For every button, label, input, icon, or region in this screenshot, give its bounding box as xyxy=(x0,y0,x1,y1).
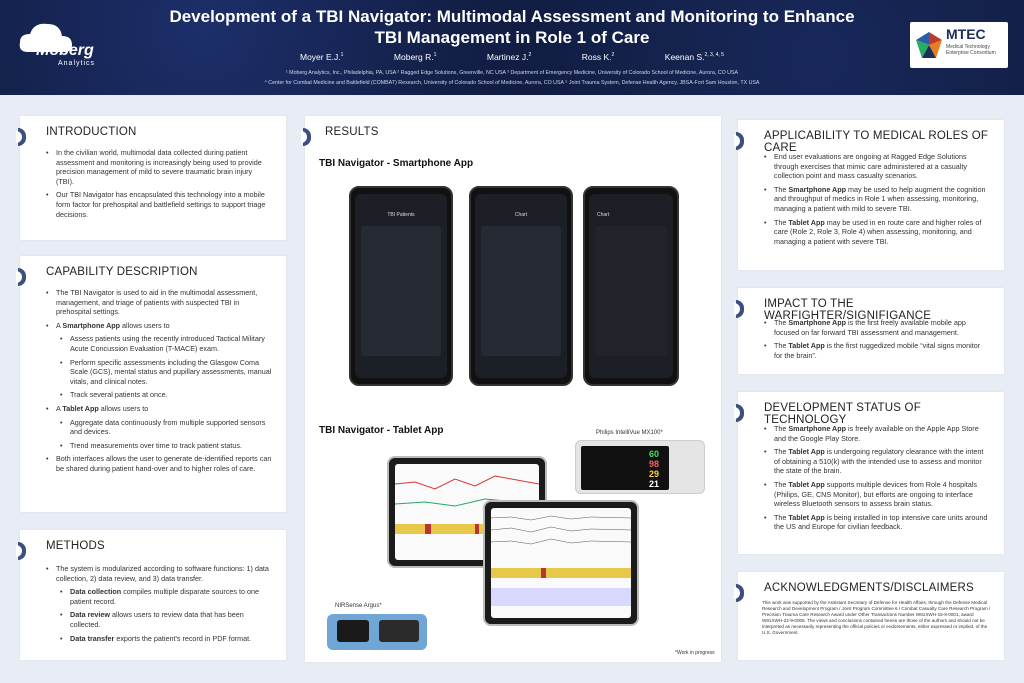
acknowledgments-panel: ACKNOWLEDGMENTS/DISCLAIMERS This work wa… xyxy=(734,572,1004,660)
list-item: End user evaluations are ongoing at Ragg… xyxy=(764,152,990,181)
phone-screenshot-chart: Chart xyxy=(469,186,573,386)
list-item: Perform specific assessments including t… xyxy=(60,358,272,387)
poster-header: Moberg Analytics Development of a TBI Na… xyxy=(0,0,1024,95)
status-title: DEVELOPMENT STATUS OF TECHNOLOGY xyxy=(764,402,921,426)
list-item: The system is modularized according to s… xyxy=(46,564,272,583)
list-item: In the civilian world, multimodal data c… xyxy=(46,148,272,186)
section-tab xyxy=(734,404,744,422)
list-item: The Tablet App is the first ruggedized m… xyxy=(764,341,990,360)
list-item: Data collection compiles multiple dispar… xyxy=(60,587,272,606)
tablet-screenshot-front xyxy=(483,500,639,626)
author: Ross K.2 xyxy=(581,52,615,62)
section-tab xyxy=(301,128,311,146)
list-item: Assess patients using the recently intro… xyxy=(60,334,272,353)
nirsense-device xyxy=(327,614,427,650)
author: Moyer E.J.1 xyxy=(300,52,344,62)
logo-left-sub: Analytics xyxy=(58,60,96,67)
list-item: A Smartphone App allows users to xyxy=(46,321,272,331)
title-line-2: TBI Management in Role 1 of Care xyxy=(374,28,650,47)
applicability-panel: APPLICABILITY TO MEDICAL ROLES OF CARE E… xyxy=(734,120,1004,270)
section-tab xyxy=(16,542,26,560)
introduction-title: INTRODUCTION xyxy=(46,126,137,138)
section-tab xyxy=(16,268,26,286)
list-item: Data review allows users to review data … xyxy=(60,610,272,629)
list-item: The Smartphone App is freely available o… xyxy=(764,424,990,443)
logo-right-text: MTEC xyxy=(946,26,986,42)
smartphone-heading: TBI Navigator - Smartphone App xyxy=(319,158,474,169)
monitor-value: 29 xyxy=(648,469,659,479)
author: Martinez J.2 xyxy=(486,52,532,62)
moberg-logo: Moberg Analytics xyxy=(14,18,114,78)
poster-title: Development of a TBI Navigator: Multimod… xyxy=(120,6,904,48)
impact-panel: IMPACT TO THE WARFIGHTER/SIGNIFIGANCE Th… xyxy=(734,288,1004,374)
list-item: Data transfer exports the patient's reco… xyxy=(60,634,272,644)
author-list: Moyer E.J.1 Moberg R.1 Martinez J.2 Ross… xyxy=(300,52,724,62)
acknowledgments-title: ACKNOWLEDGMENTS/DISCLAIMERS xyxy=(764,582,974,594)
capability-title: CAPABILITY DESCRIPTION xyxy=(46,266,198,278)
results-panel: RESULTS TBI Navigator - Smartphone App T… xyxy=(301,116,721,662)
logo-right-sub: Medical Technology Enterprise Consortium xyxy=(946,44,996,56)
affiliations-line-1: ¹ Moberg Analytics, Inc., Philadelphia, … xyxy=(285,70,739,76)
list-item: The Smartphone App may be used to help a… xyxy=(764,185,990,214)
section-tab xyxy=(734,584,744,602)
results-title: RESULTS xyxy=(325,126,379,138)
list-item: The Tablet App is being installed in top… xyxy=(764,513,990,532)
capability-panel: CAPABILITY DESCRIPTION The TBI Navigator… xyxy=(16,256,286,512)
methods-title: METHODS xyxy=(46,540,105,552)
section-tab xyxy=(16,128,26,146)
list-item: The Tablet App is undergoing regulatory … xyxy=(764,447,990,476)
footnote: *Work in progress xyxy=(675,650,715,656)
list-item: Track several patients at once. xyxy=(60,390,272,400)
phone-screenshot-trend: Chart xyxy=(583,186,679,386)
phone-screen-title: TBI Patients xyxy=(387,212,415,218)
methods-panel: METHODS The system is modularized accord… xyxy=(16,530,286,660)
author: Keenan S.2, 3, 4, 5 xyxy=(664,52,724,62)
monitor-value: 21 xyxy=(648,479,659,489)
status-panel: DEVELOPMENT STATUS OF TECHNOLOGY The Sma… xyxy=(734,392,1004,554)
phone-screen-title: Chart xyxy=(597,212,610,218)
list-item: Trend measurements over time to track pa… xyxy=(60,441,272,451)
tablet-heading: TBI Navigator - Tablet App xyxy=(319,425,444,436)
list-item: The Smartphone App is the first freely a… xyxy=(764,318,990,337)
logo-left-text: Moberg xyxy=(36,42,94,59)
list-item: The TBI Navigator is used to aid in the … xyxy=(46,288,272,317)
acknowledgments-text: This work was supported by the Assistant… xyxy=(762,600,991,635)
list-item: Our TBI Navigator has encapsulated this … xyxy=(46,190,272,219)
introduction-panel: INTRODUCTION In the civilian world, mult… xyxy=(16,116,286,240)
section-tab xyxy=(734,300,744,318)
list-item: Both interfaces allows the user to gener… xyxy=(46,454,272,473)
applicability-title: APPLICABILITY TO MEDICAL ROLES OF CARE xyxy=(764,130,989,154)
phone-screen-title: Chart xyxy=(514,212,528,218)
list-item: A Tablet App allows users to xyxy=(46,404,272,414)
title-line-1: Development of a TBI Navigator: Multimod… xyxy=(169,7,855,26)
phone-screenshot-patients: TBI Patients xyxy=(349,186,453,386)
author: Moberg R.1 xyxy=(393,52,437,62)
mtec-logo: MTEC Medical Technology Enterprise Conso… xyxy=(910,22,1008,68)
list-item: The Tablet App supports multiple devices… xyxy=(764,480,990,509)
list-item: Aggregate data continuously from multipl… xyxy=(60,418,272,437)
monitor-value: 60 xyxy=(648,449,659,459)
philips-monitor: 60 98 29 21 xyxy=(575,440,705,494)
list-item: The Tablet App may be used in en route c… xyxy=(764,218,990,247)
monitor-value: 98 xyxy=(648,459,659,469)
affiliations-line-2: ⁴ Center for Combat Medicine and Battlef… xyxy=(264,80,760,86)
philips-label: Philips IntelliVue MX100* xyxy=(596,430,663,436)
section-tab xyxy=(734,132,744,150)
nirsense-label: NIRSense Argus* xyxy=(335,603,382,609)
